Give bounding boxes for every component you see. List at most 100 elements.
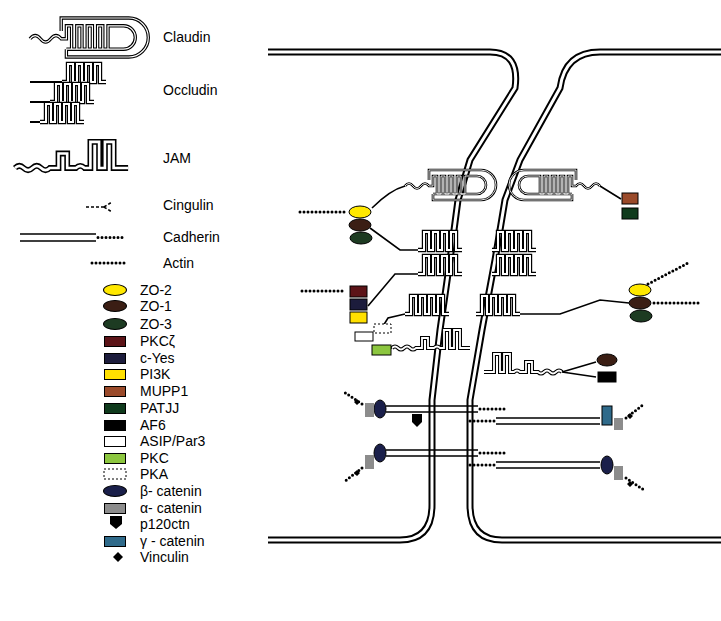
legend-actin-sample	[92, 262, 126, 265]
alpha-catenin-protein	[365, 403, 374, 417]
cadherin-symbol	[386, 450, 478, 456]
zo2-protein	[349, 206, 371, 218]
alpha-catenin-protein	[614, 418, 623, 430]
occludin-symbol	[418, 256, 462, 274]
legend-swatch	[103, 318, 127, 330]
occludin-symbol	[62, 64, 106, 82]
legend-label: PATJJ	[140, 399, 179, 417]
cell-membrane	[268, 52, 721, 540]
c-yes-protein	[350, 299, 367, 310]
occludin-symbol	[418, 232, 462, 250]
actin-filament	[344, 392, 362, 482]
vinculin-protein	[627, 413, 633, 487]
legend-label: PKCζ	[140, 332, 175, 350]
pkc-protein	[372, 345, 391, 355]
legend-swatch	[104, 536, 126, 547]
vinculin-protein	[354, 399, 360, 476]
cadherin-group	[386, 406, 600, 468]
legend-label: Vinculin	[140, 548, 189, 566]
left-cell-membrane	[268, 52, 516, 540]
legend-swatch	[104, 420, 126, 431]
actin-filament	[302, 290, 346, 293]
alpha-catenin-protein	[614, 466, 623, 480]
legend-swatch	[104, 386, 126, 397]
zo1-protein	[597, 354, 617, 366]
beta-catenin-protein	[374, 400, 386, 418]
occludin-symbol	[50, 84, 94, 102]
legend-swatch	[103, 485, 127, 497]
legend-vinculin-sample	[113, 552, 123, 562]
left-cell-membrane-inner	[268, 52, 516, 540]
legend-swatch	[103, 300, 127, 312]
legend-label: MUPP1	[140, 382, 188, 400]
claudin-symbol	[509, 170, 600, 200]
legend-label: JAM	[163, 149, 191, 167]
zo3-protein	[350, 232, 372, 244]
legend-swatch	[103, 284, 127, 296]
cadherin-symbol	[496, 462, 600, 468]
legend-label: β- catenin	[140, 482, 202, 500]
legend-label: AF6	[140, 416, 166, 434]
cadherin-beads	[466, 464, 494, 467]
legend-label: Cingulin	[163, 196, 214, 214]
zo1-protein	[349, 219, 371, 231]
legend-occludin-sample	[30, 64, 106, 122]
legend-swatch	[104, 503, 126, 514]
asip-par3-protein	[355, 332, 373, 341]
jam-symbol	[392, 330, 470, 350]
actin-filament	[300, 211, 346, 214]
legend-swatch	[104, 403, 126, 414]
legend-label: Occludin	[163, 81, 217, 99]
legend-cadherin-sample	[20, 234, 126, 241]
zo3-protein	[630, 310, 652, 322]
legend-label: PI3K	[140, 365, 170, 383]
pka-protein	[374, 324, 391, 333]
legend-jam-sample	[15, 142, 128, 170]
legend-label: γ - catenin	[140, 532, 205, 550]
legend-pka-sample	[104, 469, 126, 479]
jam-symbol	[484, 354, 562, 374]
alpha-catenin-protein	[365, 455, 374, 469]
zo2-protein	[629, 284, 651, 296]
gamma-catenin-protein	[602, 406, 612, 425]
legend-label: ASIP/Par3	[140, 432, 205, 450]
legend-swatch	[104, 453, 126, 464]
right-cell-membrane-inner	[470, 52, 721, 540]
legend-label: PKA	[140, 465, 168, 483]
legend-claudin-sample	[30, 18, 148, 57]
legend-label: ZO-1	[140, 297, 172, 315]
occludin-symbol	[476, 296, 520, 314]
occludin-symbol	[492, 256, 536, 274]
claudin-symbol	[30, 18, 148, 57]
legend-swatch	[104, 369, 126, 380]
right-cell-membrane	[470, 52, 721, 540]
legend-label: p120ctn	[140, 515, 190, 533]
zo1-protein	[629, 297, 651, 309]
legend-swatch	[104, 336, 126, 347]
occludin-symbol	[40, 104, 84, 122]
cadherin-beads	[98, 236, 126, 239]
cadherin-symbol	[496, 418, 600, 424]
occludin-symbol	[405, 296, 449, 314]
legend-swatch	[104, 353, 126, 364]
cadherin-symbol	[20, 234, 96, 241]
legend-swatch	[104, 436, 126, 447]
patjj-protein	[622, 208, 638, 219]
legend-label: ZO-3	[140, 315, 172, 333]
pi3k-protein	[350, 312, 367, 323]
claudin-symbol	[405, 170, 496, 200]
occludin-tail	[30, 82, 62, 122]
legend-label: Cadherin	[163, 228, 220, 246]
legend-label: Claudin	[163, 28, 210, 46]
legend-cingulin-sample	[86, 202, 112, 212]
legend-p120-sample	[110, 516, 122, 529]
actin-filament	[626, 404, 644, 490]
legend-label: α- catenin	[140, 499, 202, 517]
linker-line	[368, 186, 629, 377]
cadherin-beads	[466, 420, 494, 423]
pkc-zeta-protein	[350, 286, 367, 297]
af6-protein	[598, 372, 616, 382]
p120ctn-protein	[412, 414, 422, 427]
occludin-symbol	[492, 232, 536, 250]
